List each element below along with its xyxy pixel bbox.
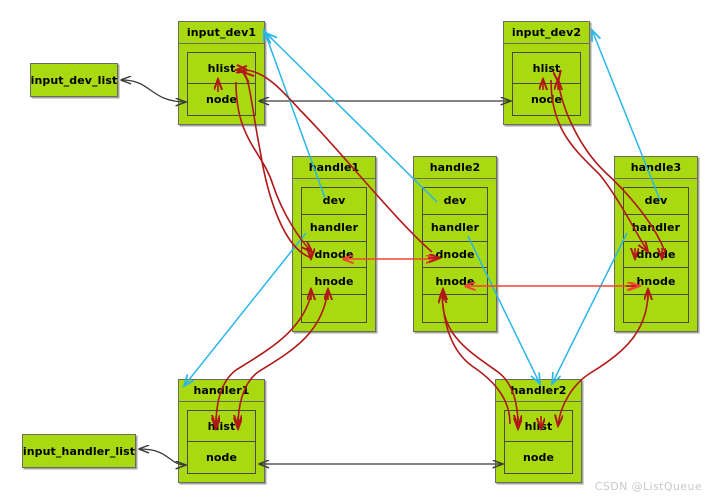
- handle1-row-handler[interactable]: handler: [302, 215, 366, 242]
- edge-handle2-dnode-to-input-dev1-hlist: [246, 70, 433, 253]
- edge-handle1-dev-to-input-dev1: [264, 30, 326, 199]
- handle3-row-hnode[interactable]: hnode: [624, 268, 688, 296]
- handler2-title: handler2: [496, 380, 581, 402]
- handle3-row-dev[interactable]: dev: [624, 188, 688, 215]
- edge-handle3-dnode-to-input-dev2-hlist: [558, 80, 666, 253]
- edge-input-handler-list-to-handler1-node: [140, 449, 186, 465]
- handle2-row-dev[interactable]: dev: [423, 188, 487, 215]
- edge-handle2-dev-to-input-dev1: [266, 33, 438, 203]
- handle3-box[interactable]: handle3 dev handler dnode hnode: [614, 156, 698, 332]
- input-dev2-title: input_dev2: [504, 22, 589, 44]
- handler1-inner: hlist node: [187, 410, 256, 474]
- handle1-row-dev[interactable]: dev: [302, 188, 366, 215]
- handle1-row-hnode[interactable]: hnode: [302, 268, 366, 296]
- edge-handle2-handler-to-handler2: [467, 235, 540, 384]
- edge-handle1-dnode-to-input-dev1-hlist: [243, 72, 313, 259]
- edge-input-dev-list-to-input-dev1-node: [122, 80, 186, 102]
- input-dev2-row-node[interactable]: node: [530, 93, 563, 106]
- input-handler-list-box[interactable]: input_handler_list: [22, 434, 136, 468]
- edge-input-dev1-hlist-to-handle1-dnode: [235, 81, 312, 252]
- handle1-title: handle1: [293, 157, 375, 179]
- edge-handle3-handler-to-handler2: [552, 232, 628, 384]
- edge-handle1-hnode-a-to-handler1-hlist: [216, 289, 313, 426]
- input-dev-list-label: input_dev_list: [30, 73, 118, 87]
- input-dev1-row-node[interactable]: node: [205, 93, 238, 106]
- watermark-text: CSDN @ListQueue: [594, 480, 702, 493]
- handler1-row-node[interactable]: node: [205, 451, 238, 464]
- handle2-row-dnode[interactable]: dnode: [423, 242, 487, 269]
- input-handler-list-label: input_handler_list: [22, 444, 136, 458]
- edge-handler2-hlist-to-handle2-hnode: [442, 292, 511, 425]
- edge-handle3-dev-to-input-dev2: [592, 30, 661, 201]
- input-dev1-title: input_dev1: [179, 22, 264, 44]
- handle2-row-handler[interactable]: handler: [423, 215, 487, 242]
- input-dev-list-box[interactable]: input_dev_list: [30, 63, 118, 97]
- handler1-box[interactable]: handler1 hlist node: [178, 379, 265, 483]
- handle2-title: handle2: [414, 157, 496, 179]
- edge-handle1-handler-to-handler1: [184, 232, 307, 386]
- handler2-row-node[interactable]: node: [522, 451, 555, 464]
- edge-handle1-hnode-b-to-handler1-hlist: [238, 289, 329, 426]
- edge-handle3-hnode-to-handler2-hlist: [558, 291, 649, 426]
- edge-input-dev2-hlist-to-handle3-dnode: [550, 79, 648, 252]
- handle3-title: handle3: [615, 157, 697, 179]
- handle3-row-handler[interactable]: handler: [624, 215, 688, 242]
